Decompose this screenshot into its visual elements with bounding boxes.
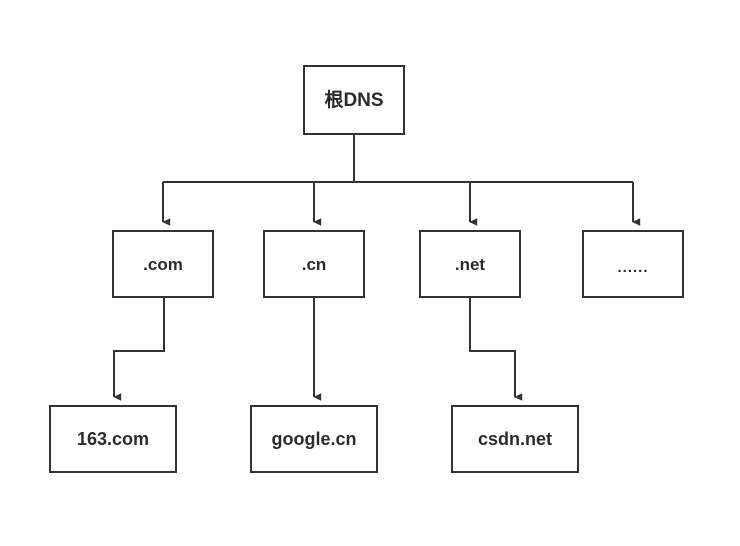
node-domain-csdnnet[interactable]: csdn.net [451, 405, 579, 473]
connector-com-to-163com [113, 298, 165, 401]
node-tld-more[interactable]: ...... [582, 230, 684, 298]
node-tld-com[interactable]: .com [112, 230, 214, 298]
node-tld-com-label: .com [143, 254, 183, 274]
node-tld-more-label: ...... [617, 258, 649, 276]
node-tld-cn-label: .cn [301, 254, 327, 274]
node-root-dns[interactable]: 根DNS [303, 65, 405, 135]
node-domain-googlecn[interactable]: google.cn [250, 405, 378, 473]
node-tld-net-label: .net [454, 254, 486, 274]
node-tld-cn[interactable]: .cn [263, 230, 365, 298]
node-domain-163com[interactable]: 163.com [49, 405, 177, 473]
node-tld-net[interactable]: .net [419, 230, 521, 298]
node-domain-googlecn-label: google.cn [271, 429, 357, 449]
node-root-dns-label: 根DNS [324, 89, 384, 111]
node-domain-csdnnet-label: csdn.net [477, 429, 552, 449]
node-domain-163com-label: 163.com [76, 429, 150, 449]
connector-net-to-csdnnet [469, 298, 523, 401]
